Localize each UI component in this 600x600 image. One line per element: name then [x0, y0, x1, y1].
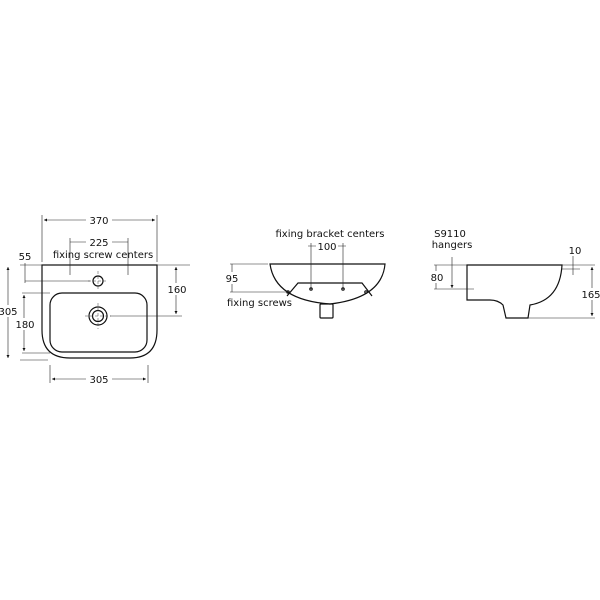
dim-160-label: 160: [167, 285, 186, 296]
dim-305-depth-label: 305: [0, 307, 18, 318]
bowl-outline: [49, 292, 148, 353]
dim-55-label: 55: [19, 252, 32, 263]
dim-165-label: 165: [581, 290, 600, 301]
fixing-screws-label: fixing screws: [227, 298, 292, 309]
dim-10-label: 10: [569, 246, 582, 257]
dim-305-width-label: 305: [89, 375, 108, 386]
dim-370-label: 370: [89, 216, 108, 227]
hanger-label: hangers: [432, 240, 473, 251]
plan-view: 370 225 fixing screw centers 55 305 180 …: [0, 213, 190, 386]
side-elevation: S9110 hangers 80 10 165: [428, 229, 600, 319]
dim-95-label: 95: [226, 274, 239, 285]
bracket-label: fixing bracket centers: [275, 229, 384, 240]
fixing-screw-label: fixing screw centers: [53, 250, 153, 261]
dim-180-label: 180: [15, 320, 34, 331]
waste-trap: [319, 303, 334, 319]
front-elevation: fixing bracket centers 100 95 fixing scr…: [226, 229, 386, 319]
basin-outline: [41, 264, 158, 359]
side-profile: [466, 264, 563, 319]
dim-225-label: 225: [89, 238, 108, 249]
dim-100-label: 100: [317, 242, 336, 253]
dim-80-label: 80: [431, 273, 444, 284]
hanger-code: S9110: [434, 229, 466, 240]
